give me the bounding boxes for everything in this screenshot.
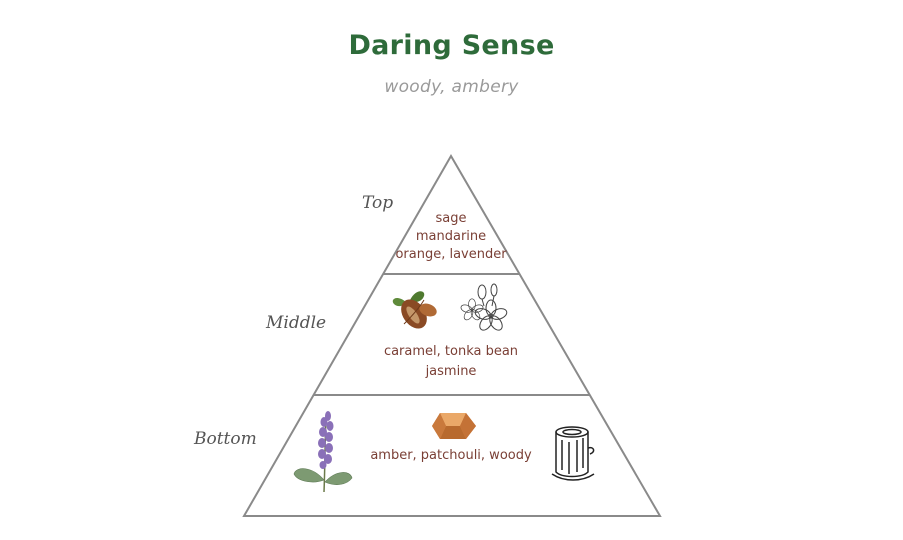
pyramid-outline (242, 154, 662, 517)
page-subtitle: woody, ambery (384, 77, 519, 97)
lavender-sprig-icon (293, 411, 353, 493)
tier-label-middle: Middle (266, 313, 327, 333)
jasmine-flower-icon (460, 283, 508, 331)
tier-label-top: Top (362, 193, 394, 213)
note-line: amber, patchouli, woody (370, 448, 532, 463)
note-line: orange, lavender (395, 247, 507, 262)
notes-top: sage mandarine orange, lavender (371, 210, 531, 264)
amber-crystal-icon (432, 413, 476, 439)
note-line: jasmine (425, 364, 477, 379)
page-title: Daring Sense (348, 30, 555, 61)
notes-middle: caramel, tonka bean jasmine (331, 342, 571, 382)
note-line: caramel, tonka bean (383, 344, 519, 359)
note-line: sage (435, 211, 467, 226)
wood-log-icon (551, 426, 595, 481)
note-line: mandarine (415, 229, 487, 244)
tier-label-bottom: Bottom (194, 429, 257, 449)
cocoa-pod-icon (392, 291, 437, 329)
notes-bottom: amber, patchouli, woody (341, 446, 561, 465)
